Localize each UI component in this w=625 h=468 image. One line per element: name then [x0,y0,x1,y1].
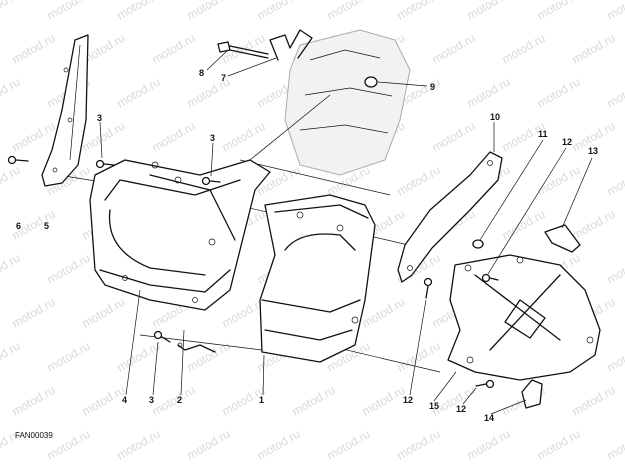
callout-13: 13 [588,146,598,156]
front-support-bracket [447,254,601,381]
callout-8: 8 [199,68,204,78]
screws [7,155,499,389]
callout-11: 11 [538,129,548,139]
watermark-text: motod.ru [605,427,625,463]
watermark-text: motod.ru [465,427,513,463]
watermark-text: motod.ru [0,339,23,375]
watermark-text: motod.ru [150,383,198,419]
bolt-pin [217,41,269,59]
watermark-text: motod.ru [10,31,58,67]
watermark-text: motod.ru [0,163,23,199]
screw-left-edge [7,155,29,165]
callout-5: 5 [44,221,49,231]
watermark-text: motod.ru [430,31,478,67]
watermark-text: motod.ru [360,295,408,331]
engine-block-outline [284,29,411,176]
front-frame [259,194,376,363]
watermark-text: motod.ru [0,0,23,23]
watermark-text: motod.ru [185,0,233,23]
bracket-plate [397,151,503,283]
watermark-text: motod.ru [45,339,93,375]
screw-12-mid [423,277,433,299]
watermark-text: motod.ru [360,383,408,419]
side-plate [41,34,89,187]
watermark-text: motod.ru [45,251,93,287]
watermark-text: motod.ru [325,427,373,463]
callout-14: 14 [484,413,494,423]
watermark-text: motod.ru [605,163,625,199]
watermark-text: motod.ru [255,427,303,463]
callout-12-mid: 12 [403,395,413,405]
watermark-text: motod.ru [605,0,625,23]
watermark-text: motod.ru [10,295,58,331]
watermark-text: motod.ru [150,31,198,67]
watermark-text: motod.ru [395,0,443,23]
watermark-text: motod.ru [255,0,303,23]
callout-12-bottom: 12 [456,404,466,414]
spring-clip [269,29,313,61]
watermark-text: motod.ru [430,119,478,155]
rear-subframe [89,159,271,311]
watermark-text: motod.ru [535,163,583,199]
watermark-text: motod.ru [395,163,443,199]
watermark-text: motod.ru [115,0,163,23]
watermark-text: motod.ru [535,0,583,23]
callout-3-bottom: 3 [149,395,154,405]
watermark-text: motod.ru [465,0,513,23]
callout-2: 2 [177,395,182,405]
callout-10: 10 [490,112,500,122]
watermark-text: motod.ru [80,383,128,419]
cable-spring [177,342,216,353]
callout-3-top-mid: 3 [210,133,215,143]
screw-12-upper [481,273,499,283]
bush [364,76,378,88]
watermark-text: motod.ru [325,0,373,23]
callout-9: 9 [430,82,435,92]
screw-3-bottom [153,330,171,343]
watermark-text: motod.ru [10,383,58,419]
watermark-text: motod.ru [45,0,93,23]
watermark-text: motod.ru [115,427,163,463]
watermark-text: motod.ru [185,427,233,463]
watermark-text: motod.ru [0,251,23,287]
callout-12-top: 12 [562,137,572,147]
watermark-text: motod.ru [10,119,58,155]
spacer [472,239,484,249]
watermark-text: motod.ru [185,339,233,375]
callout-1: 1 [259,395,264,405]
callout-7: 7 [221,73,226,83]
watermark-text: motod.ru [570,383,618,419]
watermark-text: motod.ru [80,295,128,331]
watermark-text: motod.ru [465,75,513,111]
drawing-code: FAN00039 [15,431,53,440]
screw-12-lower [475,379,495,389]
watermark-text: motod.ru [0,75,23,111]
watermark-text: motod.ru [500,207,548,243]
watermark-text: motod.ru [570,207,618,243]
watermark-text: motod.ru [150,119,198,155]
watermark-text: motod.ru [535,75,583,111]
watermark-text: motod.ru [605,251,625,287]
watermark-text: motod.ru [605,339,625,375]
callout-6: 6 [16,221,21,231]
callout-labels: 8 7 9 3 3 10 11 12 13 6 5 4 3 2 1 12 15 … [16,68,598,423]
watermark-text: motod.ru [220,119,268,155]
callout-15: 15 [429,401,439,411]
screw-3-left [95,159,115,169]
watermark-text: motod.ru [605,75,625,111]
watermark-text: motod.ru [290,383,338,419]
watermark-text: motod.ru [500,31,548,67]
callout-3-top-left: 3 [97,113,102,123]
watermark-text: motod.ru [535,427,583,463]
watermark-text: motod.ru [115,75,163,111]
watermark-text: motod.ru [80,119,128,155]
watermark-text: motod.ru [570,31,618,67]
leader-lines [99,49,593,415]
watermark-text: motod.ru [395,427,443,463]
callout-4: 4 [122,395,127,405]
small-plate [544,224,581,253]
screw-3-mid [201,176,221,186]
clip-part [521,379,543,409]
